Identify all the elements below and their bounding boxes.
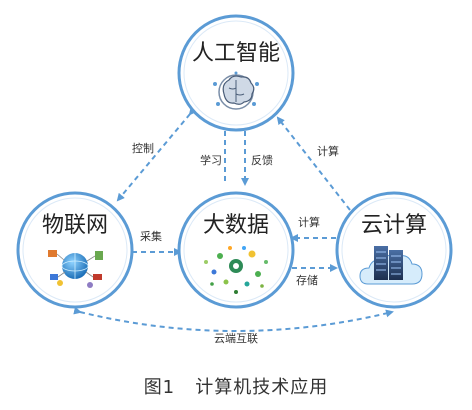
edge-label-compute-ai: 计算 [317,144,339,158]
edge-ai-iot [116,106,197,202]
figure-caption: 图1 计算机技术应用 [144,377,329,398]
server-cloud-icon [359,246,423,285]
edge-label-feedback: 反馈 [251,154,273,167]
node-ai: 人工智能 [177,14,295,132]
node-iot-circle [16,191,134,309]
node-cloud-label: 云计算 [361,213,427,238]
node-iot-inner-ring [22,197,128,303]
edge-label-collect: 采集 [140,229,162,243]
globe-network-icon [48,250,103,288]
node-bigdata: 大数据 [177,191,295,309]
node-ai-label: 人工智能 [192,41,280,66]
brain-icon [213,71,259,110]
data-dots-icon [204,246,268,294]
edge-label-learn: 学习 [200,153,222,167]
node-bigdata-inner-ring [183,197,289,303]
node-cloud-inner-ring [341,197,447,303]
edge-cloud-ai [276,116,351,211]
node-iot: 物联网 [16,191,134,309]
edge-label-storage: 存储 [296,273,318,287]
edge-label-control: 控制 [132,141,154,155]
edge-label-cloud-interconnect: 云端互联 [214,332,258,345]
edges: 控制 学习 反馈 计算 采集 计算 存储 云端互联 [73,106,394,345]
node-bigdata-circle [177,191,295,309]
node-cloud: 云计算 [335,191,453,309]
edge-iot-cloud [73,306,394,332]
node-iot-label: 物联网 [42,213,108,238]
node-ai-inner-ring [183,20,289,126]
edge-label-compute-bigdata: 计算 [298,215,320,229]
node-bigdata-label: 大数据 [203,213,269,238]
